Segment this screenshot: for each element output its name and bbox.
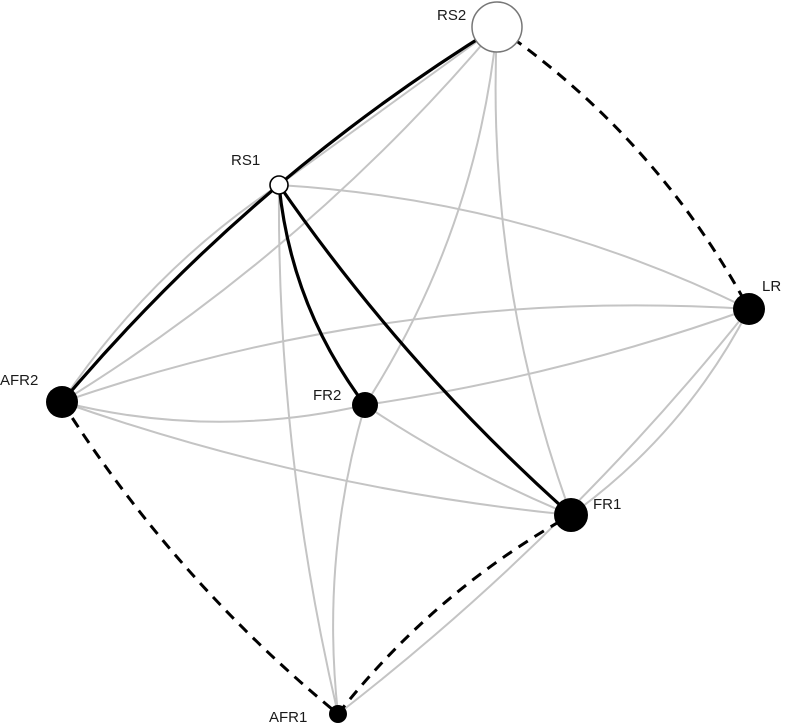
edge-rs1-fr1-solid-black xyxy=(277,184,573,517)
node-afr2 xyxy=(46,386,78,418)
edge-rs2-afr2-grey xyxy=(61,26,498,403)
edge-fr2-fr1-grey xyxy=(364,404,572,516)
edge-afr2-fr2-grey xyxy=(61,401,366,423)
edge-rs2-fr1-grey xyxy=(494,26,572,516)
edge-rs2-rs1-grey xyxy=(278,26,498,186)
grey-edges-layer xyxy=(61,26,750,715)
edge-rs1-fr2-solid-black xyxy=(277,184,367,406)
edge-fr2-lr-grey xyxy=(364,308,750,406)
node-label-afr1: AFR1 xyxy=(269,709,307,726)
edge-rs1-lr-grey xyxy=(278,184,750,310)
edge-fr2-afr1-grey xyxy=(332,404,366,715)
edge-rs2-fr2-grey xyxy=(364,26,498,406)
node-fr1 xyxy=(554,498,588,532)
node-rs1 xyxy=(269,175,289,195)
edge-afr2-fr1-grey xyxy=(61,401,572,516)
node-afr1 xyxy=(329,705,347,723)
node-label-rs1: RS1 xyxy=(231,152,260,169)
edge-rs1-afr1-grey xyxy=(277,184,339,715)
edge-rs2-afr2-solid-black xyxy=(60,25,498,404)
node-label-fr2: FR2 xyxy=(313,387,341,404)
edge-lr-fr1-grey xyxy=(570,308,750,516)
nodes-layer xyxy=(46,1,765,723)
node-label-rs2: RS2 xyxy=(437,7,466,24)
node-label-fr1: FR1 xyxy=(593,496,621,513)
edge-rs2-lr-dashed-black xyxy=(496,25,751,310)
node-rs2 xyxy=(471,1,523,53)
node-lr xyxy=(733,293,765,325)
edge-afr2-lr-grey xyxy=(61,304,750,403)
node-fr2 xyxy=(352,392,378,418)
edge-afr1-fr1-dashed-black xyxy=(336,513,572,715)
edge-afr2-afr1-dashed-black xyxy=(60,401,339,716)
node-label-afr2: AFR2 xyxy=(0,372,38,389)
node-label-lr: LR xyxy=(762,278,781,295)
black-edges-layer xyxy=(60,25,751,716)
edge-rs1-afr2-grey xyxy=(61,184,280,403)
